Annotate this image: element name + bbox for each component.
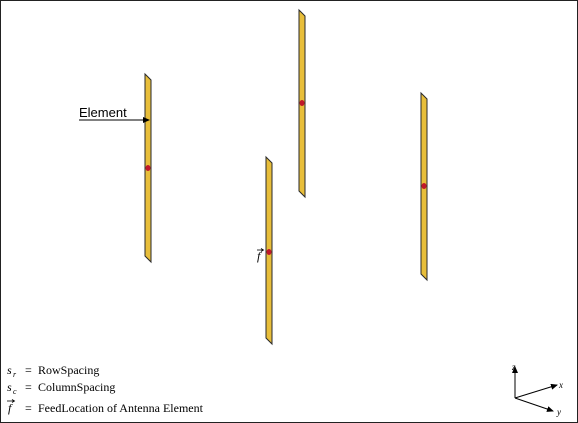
feed-point-2 <box>266 249 272 255</box>
antenna-element-4 <box>420 91 428 282</box>
feed-point-4 <box>421 183 427 189</box>
antenna-element-2 <box>265 155 273 346</box>
x-axis-label: x <box>558 380 563 390</box>
feed-point-1 <box>145 165 151 171</box>
svg-text:=: = <box>25 401 32 415</box>
svg-text:s: s <box>7 363 12 377</box>
feed-vector-symbol: f <box>257 249 262 263</box>
antenna-element-1 <box>144 72 152 264</box>
antenna-element-3 <box>298 8 306 199</box>
element-callout: Element <box>79 105 150 123</box>
legend: s r = RowSpacing s c = ColumnSpacing f =… <box>7 363 204 415</box>
feed-vector-label: f <box>257 248 265 263</box>
svg-text:s: s <box>7 380 12 394</box>
z-axis-label: z <box>511 362 516 372</box>
svg-text:ColumnSpacing: ColumnSpacing <box>38 380 115 394</box>
legend-feed-location: f = FeedLocation of Antenna Element <box>7 399 204 415</box>
y-axis-label: y <box>556 407 561 417</box>
svg-text:f: f <box>8 401 13 415</box>
legend-column-spacing: s c = ColumnSpacing <box>7 380 115 396</box>
legend-row-spacing: s r = RowSpacing <box>7 363 99 379</box>
svg-text:=: = <box>25 363 32 377</box>
x-axis <box>514 383 558 399</box>
svg-text:c: c <box>13 387 17 396</box>
feed-point-3 <box>299 100 305 106</box>
element-label: Element <box>79 105 127 120</box>
svg-text:=: = <box>25 380 32 394</box>
svg-text:r: r <box>13 370 17 379</box>
coordinate-axes: z x y <box>511 362 563 417</box>
svg-text:RowSpacing: RowSpacing <box>38 363 99 377</box>
y-axis <box>514 397 554 412</box>
svg-text:FeedLocation of Antenna Elemen: FeedLocation of Antenna Element <box>38 401 204 415</box>
